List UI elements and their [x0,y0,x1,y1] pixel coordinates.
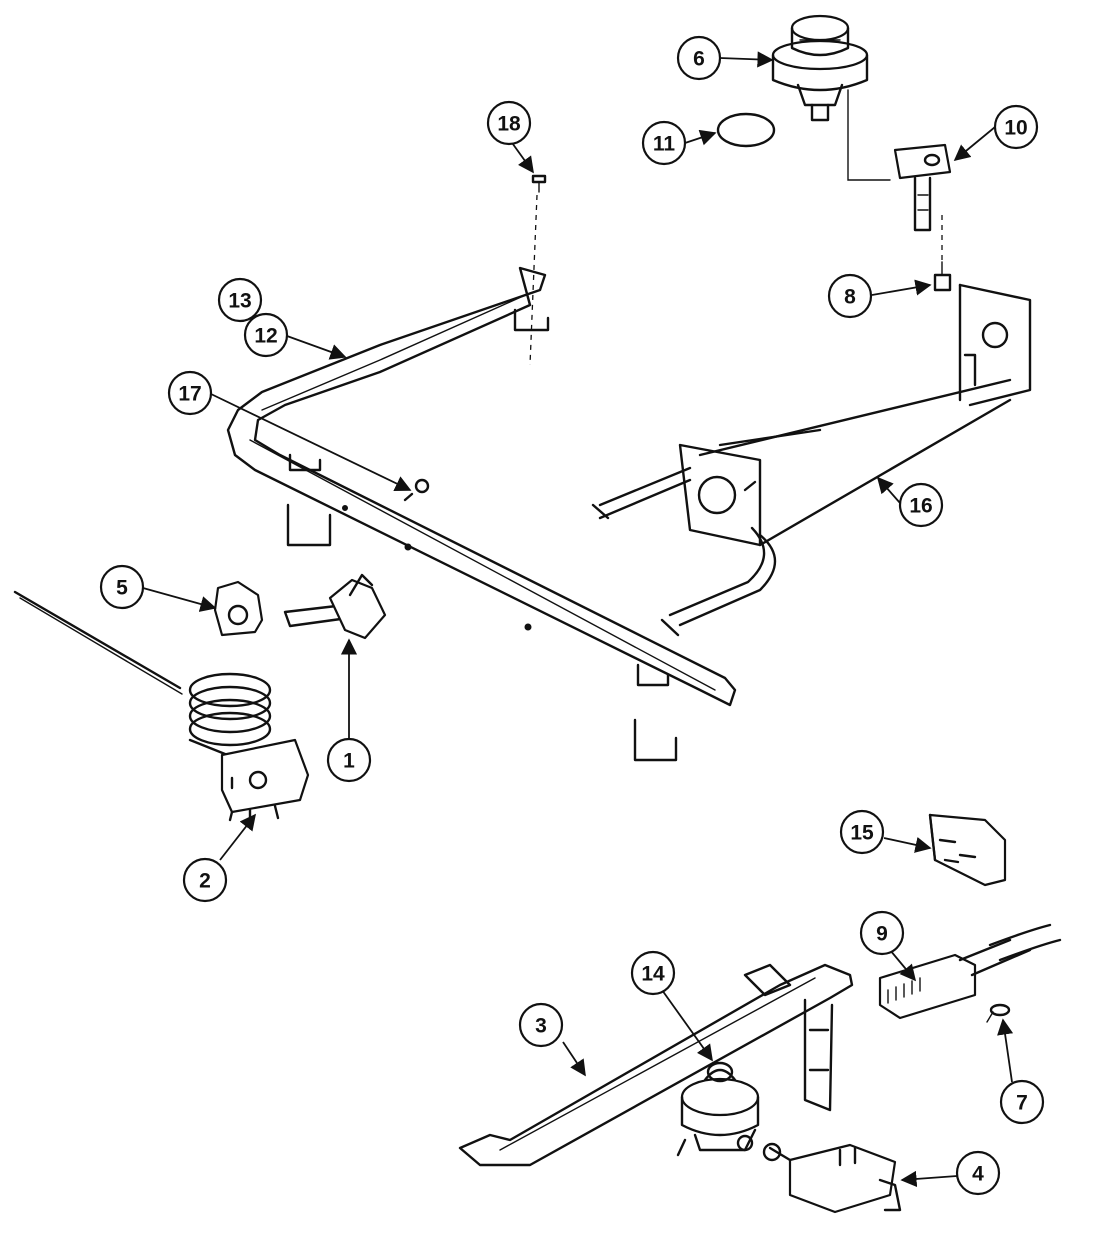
callout-1: 1 [326,737,372,783]
screw-17 [403,478,430,502]
screw-18 [531,174,547,193]
regulator-14 [676,1061,760,1157]
callout-label: 18 [497,113,521,136]
valve-assembly-16 [591,283,1032,637]
callout-label: 14 [641,963,665,986]
callout-label: 6 [693,48,705,71]
burner-tube-3 [458,963,854,1167]
callout-15: 15 [839,809,885,855]
safety-valve-4 [762,1142,902,1214]
callout-label: 15 [850,822,874,845]
callout-label: 7 [1016,1092,1028,1115]
callout-5: 5 [99,564,145,610]
callout-13: 13 [217,277,263,323]
callout-label: 2 [199,870,211,893]
leader-lines [142,51,1014,1188]
callout-label: 1 [343,750,355,773]
wire-6-10 [847,89,891,181]
callout-label: 4 [972,1163,984,1186]
callout-10: 10 [993,104,1039,150]
callouts: 1 2 3 4 5 6 7 8 9 10 11 12 13 14 15 16 1… [99,35,1045,1196]
electrode-10 [893,143,952,232]
o-ring-11 [716,112,776,148]
callout-8: 8 [827,273,873,319]
callout-3: 3 [518,1002,564,1048]
spark-module-15 [928,813,1007,887]
manifold-tube [226,266,737,762]
centerline-18 [529,194,538,366]
callout-7: 7 [999,1079,1045,1125]
callout-2: 2 [182,857,228,903]
callout-6: 6 [676,35,722,81]
callout-label: 13 [228,290,251,313]
callout-label: 17 [178,383,201,406]
callout-9: 9 [859,910,905,956]
burner-head-6 [771,14,869,122]
callout-label: 3 [535,1015,547,1038]
callout-label: 16 [909,495,932,518]
callout-label: 10 [1004,117,1027,140]
bracket-5 [213,580,264,637]
callout-label: 11 [653,133,676,156]
screw-7 [986,1003,1011,1023]
callout-label: 12 [254,325,277,348]
callout-label: 8 [844,286,856,309]
callout-4: 4 [955,1150,1001,1196]
callout-12: 12 [243,312,289,358]
thermostat-2 [13,590,310,824]
callout-17: 17 [167,370,213,416]
callout-label: 5 [116,577,128,600]
callout-18: 18 [486,100,532,146]
screw-8 [933,261,952,292]
callout-14: 14 [630,950,676,996]
callout-11: 11 [641,120,687,166]
callout-16: 16 [898,482,944,528]
shaft-1 [283,573,387,640]
callout-label: 9 [876,923,888,946]
